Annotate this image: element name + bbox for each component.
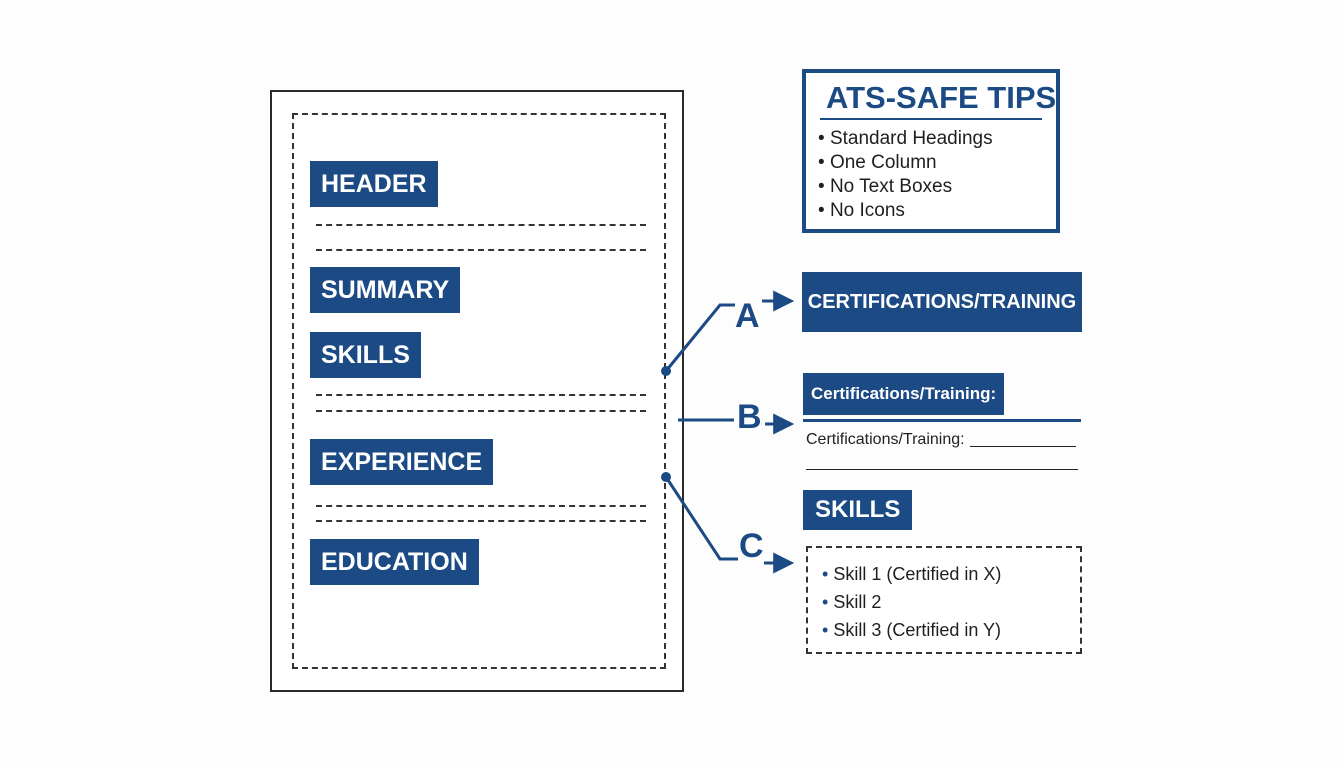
option-b-rule xyxy=(803,419,1081,422)
section-tag-skills: SKILLS xyxy=(310,332,421,378)
section-tag-education: EDUCATION xyxy=(310,539,479,585)
option-b-field-blank xyxy=(970,446,1076,447)
section-divider xyxy=(316,410,646,412)
section-divider xyxy=(316,224,646,226)
option-b-field-label: Certifications/Training: xyxy=(806,431,965,448)
bullet-icon: • xyxy=(818,128,825,149)
connector-a xyxy=(664,303,735,372)
section-divider xyxy=(316,505,646,507)
bullet-icon: • xyxy=(818,152,825,173)
ats-tip-item: • No Text Boxes xyxy=(818,176,953,197)
connector-c xyxy=(664,476,738,561)
skill-list-item: • Skill 1 (Certified in X) xyxy=(822,564,1002,584)
ats-tips-title: ATS-SAFE TIPS xyxy=(826,80,1057,115)
option-a-label: A xyxy=(735,297,760,335)
section-divider xyxy=(316,249,646,251)
bullet-icon: • xyxy=(822,592,829,612)
option-b-label: B xyxy=(737,398,762,436)
skill-list-item: • Skill 3 (Certified in Y) xyxy=(822,620,1002,640)
ats-tips-underline xyxy=(820,118,1042,120)
section-tag-header: HEADER xyxy=(310,161,438,207)
section-tag-experience: EXPERIENCE xyxy=(310,439,494,485)
bullet-icon: • xyxy=(818,176,825,197)
resume-content-area xyxy=(292,113,666,669)
bullet-icon: • xyxy=(818,200,825,221)
bullet-icon: • xyxy=(822,564,829,584)
ats-tip-item: • No Icons xyxy=(818,200,905,221)
ats-tip-item: • One Column xyxy=(818,152,937,173)
option-b-blank-line xyxy=(806,469,1078,470)
option-b-heading: Certifications/Training: xyxy=(803,373,1005,415)
bullet-icon: • xyxy=(822,620,829,640)
connector-c-dot xyxy=(661,472,671,482)
ats-tip-item: • Standard Headings xyxy=(818,128,993,149)
option-c-skills-box xyxy=(806,546,1082,654)
section-divider xyxy=(316,520,646,522)
skill-list-item: • Skill 2 xyxy=(822,592,882,612)
section-divider xyxy=(316,394,646,396)
option-c-heading: SKILLS xyxy=(803,490,913,530)
section-tag-summary: SUMMARY xyxy=(310,267,461,313)
option-a-heading: CERTIFICATIONS/TRAINING xyxy=(802,272,1082,332)
ats-tips-box xyxy=(802,69,1060,233)
option-c-label: C xyxy=(739,527,764,565)
connector-a-dot xyxy=(661,366,671,376)
